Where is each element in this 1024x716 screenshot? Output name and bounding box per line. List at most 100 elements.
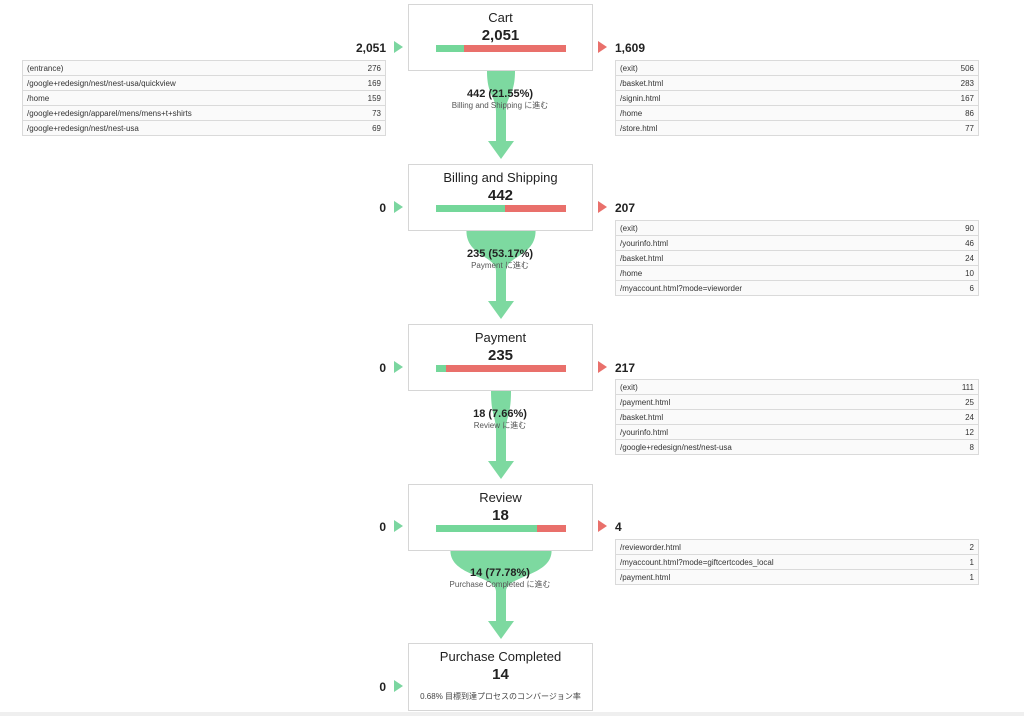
stage-count: 14 bbox=[492, 666, 509, 683]
bar-exit bbox=[537, 525, 566, 532]
row-path: (exit) bbox=[620, 223, 638, 233]
row-path: /signin.html bbox=[620, 93, 661, 103]
flow-label: 442 (21.55%) Billing and Shipping に進む bbox=[400, 88, 600, 111]
entries-count: 2,051 bbox=[355, 41, 386, 55]
exits-count: 217 bbox=[615, 361, 636, 375]
bar-exit bbox=[505, 205, 566, 212]
table-row[interactable]: /google+redesign/nest/nest-usa 8 bbox=[616, 440, 978, 455]
row-count: 2 bbox=[969, 542, 974, 552]
bar-proceed bbox=[436, 365, 446, 372]
row-count: 8 bbox=[969, 442, 974, 452]
stage-cart[interactable]: Cart 2,051 bbox=[408, 4, 593, 71]
funnel-arrow-4 bbox=[450, 551, 552, 639]
stage-count: 18 bbox=[492, 507, 509, 524]
row-path: /basket.html bbox=[620, 78, 664, 88]
table-row[interactable]: /revieworder.html 2 bbox=[616, 540, 978, 555]
row-path: /google+redesign/nest/nest-usa bbox=[620, 442, 732, 452]
row-count: 276 bbox=[367, 63, 381, 73]
row-path: (exit) bbox=[620, 63, 638, 73]
bar-proceed bbox=[436, 525, 538, 532]
row-count: 1 bbox=[969, 572, 974, 582]
exit-arrow-icon bbox=[598, 41, 607, 53]
flow-label: 18 (7.66%) Review に進む bbox=[400, 408, 600, 431]
row-path: /payment.html bbox=[620, 397, 671, 407]
flow-label: 235 (53.17%) Payment に進む bbox=[400, 248, 600, 271]
entry-arrow-icon bbox=[394, 41, 403, 53]
row-path: /myaccount.html?mode=vieworder bbox=[620, 283, 743, 293]
table-row[interactable]: (exit)90 bbox=[616, 221, 978, 236]
stage-name: Payment bbox=[474, 330, 527, 345]
row-count: 1 bbox=[969, 557, 974, 567]
exits-count: 1,609 bbox=[615, 41, 646, 55]
table-row[interactable]: /myaccount.html?mode=giftcertcodes_local… bbox=[616, 555, 978, 570]
row-path: /google+redesign/nest/nest-usa bbox=[27, 123, 139, 133]
flow-label: 14 (77.78%) Purchase Completed に進む bbox=[400, 567, 600, 590]
row-path: /google+redesign/nest/nest-usa/quickview bbox=[27, 78, 176, 88]
flow-value: 14 (77.78%) bbox=[470, 567, 530, 579]
row-path: /yourinfo.html bbox=[620, 427, 669, 437]
row-path: /basket.html bbox=[620, 412, 664, 422]
stage-bar bbox=[436, 45, 566, 52]
table-row[interactable]: (exit) 506 bbox=[616, 61, 978, 76]
stage-name: Purchase Completed bbox=[439, 649, 562, 664]
table-row[interactable]: /payment.html 25 bbox=[616, 395, 978, 410]
entries-count: 0 bbox=[379, 520, 386, 534]
exit-destinations-table: /revieworder.html 2 /myaccount.html?mode=… bbox=[615, 539, 979, 585]
entry-arrow-icon bbox=[394, 680, 403, 692]
entries-count: 0 bbox=[379, 361, 386, 375]
table-row[interactable]: (exit)111 bbox=[616, 380, 978, 395]
stage-review[interactable]: Review 18 bbox=[408, 484, 593, 551]
exit-arrow-icon bbox=[598, 520, 607, 532]
table-row[interactable]: /signin.html 167 bbox=[616, 91, 978, 106]
funnel-arrow-1 bbox=[486, 71, 516, 159]
row-count: 167 bbox=[960, 93, 974, 103]
flow-caption: Review に進む bbox=[473, 421, 527, 430]
row-count: 111 bbox=[961, 382, 974, 392]
exit-arrow-icon bbox=[598, 361, 607, 373]
row-count: 283 bbox=[960, 78, 974, 88]
row-count: 73 bbox=[372, 108, 381, 118]
exits-count: 207 bbox=[615, 201, 636, 215]
entry-arrow-icon bbox=[394, 201, 403, 213]
entries-count: 0 bbox=[379, 680, 386, 694]
table-row[interactable]: /google+redesign/apparel/mens/mens+t+shi… bbox=[23, 106, 385, 121]
stage-payment[interactable]: Payment 235 bbox=[408, 324, 593, 391]
exit-destinations-table: (exit) 506 /basket.html 283 /signin.html 16… bbox=[615, 60, 979, 136]
exits-count: 4 bbox=[615, 520, 622, 534]
flow-value: 18 (7.66%) bbox=[473, 408, 527, 420]
row-count: 25 bbox=[965, 397, 974, 407]
bar-exit bbox=[445, 365, 566, 372]
table-row[interactable]: (entrance)276 bbox=[23, 61, 385, 76]
flow-caption: Billing and Shipping に進む bbox=[451, 101, 549, 110]
table-row[interactable]: /basket.html 283 bbox=[616, 76, 978, 91]
row-path: /revieworder.html bbox=[620, 542, 681, 552]
row-count: 506 bbox=[960, 63, 974, 73]
stage-purchase-completed[interactable]: Purchase Completed 14 0.68% 目標到達プロセスのコンバ… bbox=[408, 643, 593, 711]
entries-count: 0 bbox=[379, 201, 386, 215]
stage-name: Cart bbox=[488, 10, 513, 25]
row-path: /home bbox=[27, 93, 50, 103]
stage-billing-shipping[interactable]: Billing and Shipping 442 bbox=[408, 164, 593, 231]
page-bottom-divider bbox=[0, 712, 1024, 716]
row-count: 77 bbox=[965, 123, 974, 133]
entry-arrow-icon bbox=[394, 520, 403, 532]
row-path: /yourinfo.html bbox=[620, 238, 669, 248]
row-path: /home bbox=[620, 108, 643, 118]
table-row[interactable]: /google+redesign/nest/nest-usa/quickview… bbox=[23, 76, 385, 91]
stage-name: Review bbox=[479, 490, 522, 505]
conversion-rate-note: 0.68% 目標到達プロセスのコンバージョン率 bbox=[420, 692, 581, 701]
bar-proceed bbox=[436, 205, 506, 212]
